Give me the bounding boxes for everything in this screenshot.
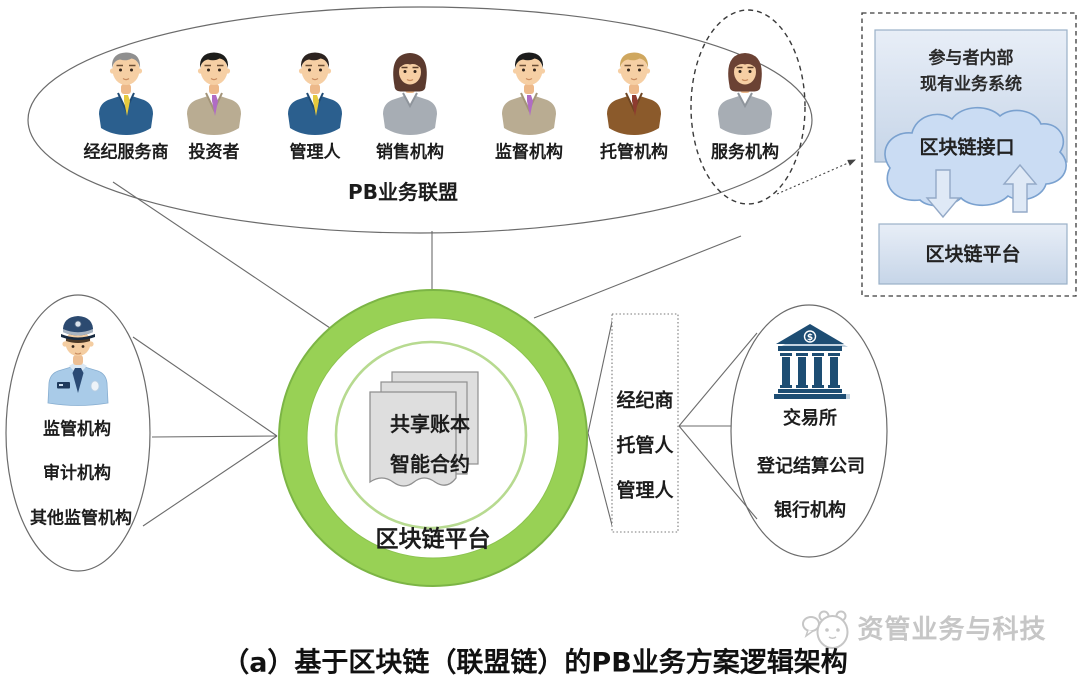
bank-icon: $ [774, 324, 850, 399]
institutions-ellipse [730, 304, 888, 558]
regulator-label-1: 监管机构 [43, 419, 111, 440]
person-avatar-broker-service [98, 51, 154, 136]
blockchain-platform-ring-label: 区块链平台 [375, 526, 491, 553]
intermediaries-box [611, 313, 679, 533]
internal-system-title-line1: 参与者内部 [928, 48, 1014, 69]
person-avatar-service [717, 52, 773, 136]
alliance-title: PB业务联盟 [348, 180, 458, 204]
member-label-broker-service: 经纪服务商 [83, 142, 169, 163]
person-avatar-custodian [606, 51, 662, 136]
intermediary-label-1: 经纪商 [616, 389, 674, 412]
service-org-highlight-ellipse [690, 9, 806, 205]
regulator-label-2: 审计机构 [43, 463, 111, 484]
member-label-manager: 管理人 [289, 142, 341, 163]
documents-icon [369, 371, 479, 487]
internal-system-title-line2: 现有业务系统 [920, 74, 1022, 95]
police-officer-icon [47, 316, 109, 406]
member-label-investor: 投资者 [188, 142, 240, 163]
intermediary-label-2: 托管人 [616, 434, 674, 457]
blockchain-interface-label: 区块链接口 [919, 136, 1015, 159]
blockchain-platform-box-label: 区块链平台 [925, 243, 1021, 266]
service-to-system-arrow [776, 159, 857, 195]
shared-ledger-label: 共享账本 [390, 412, 470, 436]
regulators-ellipse [5, 294, 151, 572]
institution-label-3: 银行机构 [774, 500, 846, 521]
watermark-logo [802, 610, 849, 649]
institution-label-1: 交易所 [783, 408, 837, 429]
figure-caption: （a）基于区块链（联盟链）的PB业务方案逻辑架构 [222, 647, 848, 679]
person-avatar-manager [287, 51, 343, 136]
up-arrow [1002, 163, 1038, 213]
person-avatar-supervisor [501, 51, 557, 136]
person-avatar-sales [382, 52, 438, 136]
intermediary-label-3: 管理人 [616, 479, 674, 502]
smart-contract-label: 智能合约 [390, 452, 470, 476]
participant-system-group [861, 12, 1077, 297]
down-arrow [925, 169, 961, 219]
regulator-label-3: 其他监管机构 [30, 508, 132, 529]
member-label-service: 服务机构 [711, 142, 779, 163]
member-label-custodian: 托管机构 [600, 142, 668, 163]
watermark-text: 资管业务与科技 [857, 615, 1047, 645]
connector-lines [112, 181, 758, 530]
svg-text:$: $ [807, 333, 813, 343]
person-avatar-investor [186, 51, 242, 136]
blockchain-platform-box [878, 223, 1068, 285]
member-label-sales: 销售机构 [376, 142, 444, 163]
institution-label-2: 登记结算公司 [757, 456, 865, 477]
member-label-supervisor: 监督机构 [495, 142, 563, 163]
